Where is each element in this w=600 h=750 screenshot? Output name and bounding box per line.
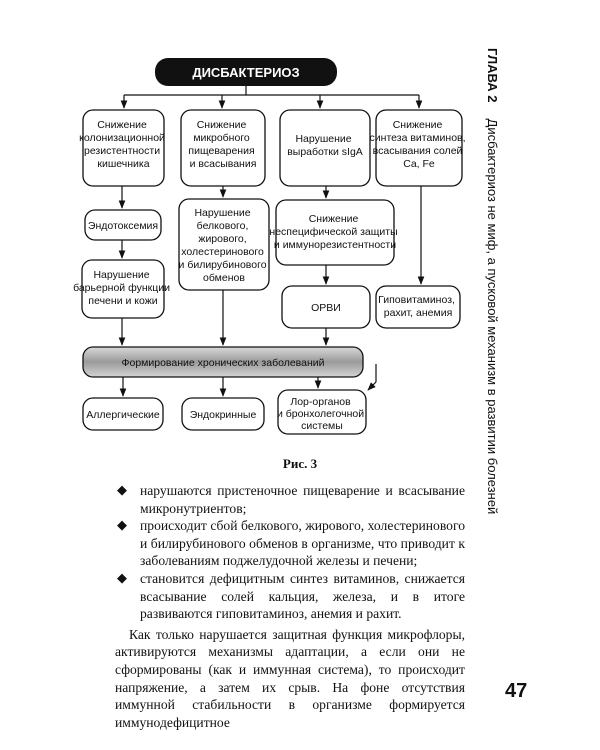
running-head: ГЛАВА 2 Дисбактериоз не миф, а пусковой … <box>478 48 508 514</box>
box-nonspecific-protection: Снижение неспецифической защиты и иммуно… <box>269 199 400 266</box>
svg-text:Нарушение барьерной функ: Нарушение барьерной функции печени и кож… <box>73 269 173 307</box>
svg-text:Эндокринные: Эндокринные <box>190 409 257 421</box>
diamond-bullet-icon: ◆ <box>117 482 127 497</box>
diamond-bullet-icon: ◆ <box>117 517 127 533</box>
list-item: ◆нарушаются пристеночное пищеварение и в… <box>117 482 465 516</box>
box-metabolism-disorder: Нарушение белкового, жирового, холестери… <box>178 198 270 291</box>
diamond-bullet-icon: ◆ <box>117 569 127 585</box>
svg-text:Лор-органов и бронхолего: Лор-органов и бронхолегочной системы <box>277 396 367 432</box>
page-number: 47 <box>505 680 528 702</box>
body-text: ◆нарушаются пристеночное пищеварение и в… <box>115 482 465 731</box>
box-hypovitaminosis: Гиповитаминоз, рахит, анемия <box>375 285 461 329</box>
svg-text:Снижение синтеза витамин: Снижение синтеза витаминов, всасывания с… <box>370 119 469 170</box>
svg-text:Нарушение белкового,: Нарушение белкового, жирового, холестери… <box>179 207 270 284</box>
box-endocrine: Эндокринные <box>181 397 265 431</box>
diagram-title: ДИСБАКТЕРИОЗ <box>155 58 337 86</box>
box-allergic: Аллергические <box>82 397 164 431</box>
svg-text:Эндотоксемия: Эндотоксемия <box>88 220 158 232</box>
chronic-diseases-banner: Формирование хронических заболеваний <box>82 346 364 378</box>
svg-text:Снижение микробного: Снижение микробного пищеварения и всасыв… <box>188 119 257 170</box>
svg-text:Снижение неспецифической: Снижение неспецифической защиты и иммуно… <box>269 213 400 251</box>
box-ent-bronchopulmonary: Лор-органов и бронхолегочной системы <box>277 389 367 435</box>
box-siga-production: Нарушение выработки sIgA <box>279 109 371 187</box>
svg-text:Снижение колонизационной: Снижение колонизационной резистентности … <box>79 119 168 170</box>
list-item: ◆становится дефицитным синтез витаминов,… <box>117 569 465 622</box>
bullet-list: ◆нарушаются пристеночное пищеварение и в… <box>115 482 465 623</box>
top-connectors <box>118 86 425 397</box>
svg-text:Аллергические: Аллергические <box>86 409 160 421</box>
paragraph: Как только нарушается защитная функция м… <box>115 626 465 730</box>
chapter-label: ГЛАВА 2 <box>485 48 501 103</box>
box-vitamin-synthesis: Снижение синтеза витаминов, всасывания с… <box>370 109 469 187</box>
figure-caption: Рис. 3 <box>282 456 318 471</box>
box-colonization-resistance: Снижение колонизационной резистентности … <box>79 109 168 187</box>
box-arvi: ОРВИ <box>281 285 371 329</box>
svg-text:Гиповитаминоз, рахит, ан: Гиповитаминоз, рахит, анемия <box>378 294 458 319</box>
svg-text:ОРВИ: ОРВИ <box>311 302 341 314</box>
svg-text:Нарушение выработки sIgA: Нарушение выработки sIgA <box>287 133 363 158</box>
svg-text:ДИСБАКТЕРИОЗ: ДИСБАКТЕРИОЗ <box>192 65 299 80</box>
list-item: ◆происходит сбой белкового, жирового, хо… <box>117 517 465 569</box>
box-endotoxemia: Эндотоксемия <box>84 209 162 241</box>
svg-text:Формирование хронических забол: Формирование хронических заболеваний <box>122 357 325 369</box>
box-microbial-digestion: Снижение микробного пищеварения и всасыв… <box>180 109 266 187</box>
box-barrier-function: Нарушение барьерной функции печени и кож… <box>73 259 173 319</box>
chapter-title: Дисбактериоз не миф, а пусковой механизм… <box>485 118 501 515</box>
flow-diagram: ДИСБАКТЕРИОЗ Снижение колонизацио <box>73 58 469 435</box>
